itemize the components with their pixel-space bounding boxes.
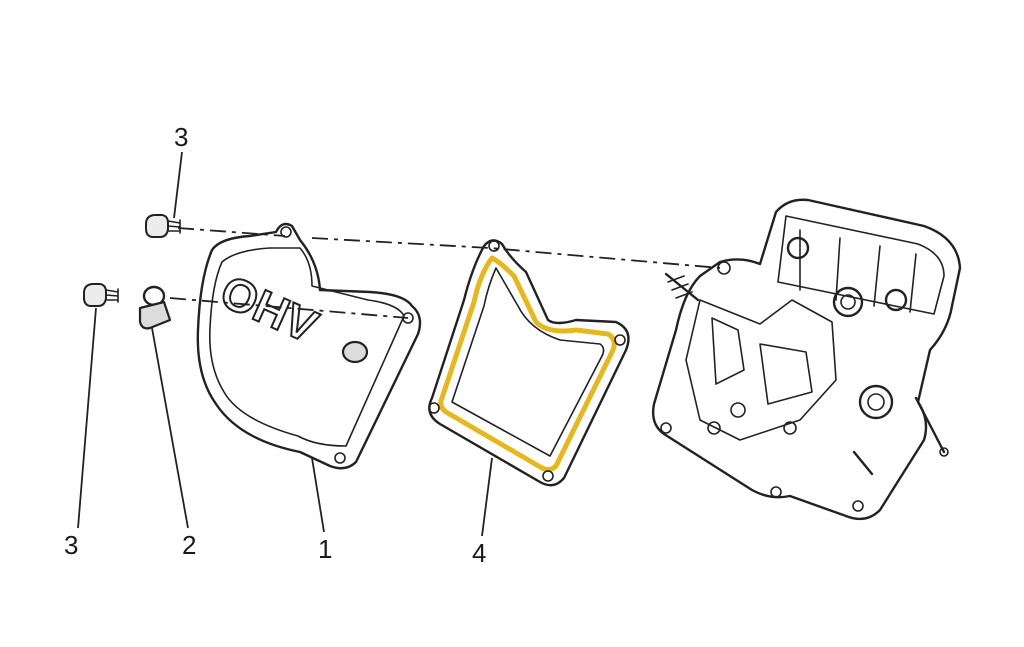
callout-bolt-top: 3 bbox=[174, 122, 189, 152]
gasket-part bbox=[428, 239, 630, 487]
callout-gasket: 4 bbox=[472, 538, 487, 568]
callout-breather: 2 bbox=[182, 530, 197, 560]
bolt-bottom-part bbox=[83, 283, 119, 307]
cylinder-head bbox=[651, 198, 962, 521]
valve-cover-part: OHV bbox=[196, 222, 422, 470]
breather-part bbox=[138, 285, 172, 330]
callout-valve-cover: 1 bbox=[318, 534, 333, 564]
alignment-lines bbox=[169, 227, 721, 319]
ohv-lettering: OHV bbox=[212, 264, 327, 354]
bolt-top-part bbox=[145, 214, 181, 238]
leader-lines bbox=[77, 151, 493, 537]
callout-bolt-bottom: 3 bbox=[64, 530, 79, 560]
svg-text:OHV: OHV bbox=[213, 265, 326, 353]
